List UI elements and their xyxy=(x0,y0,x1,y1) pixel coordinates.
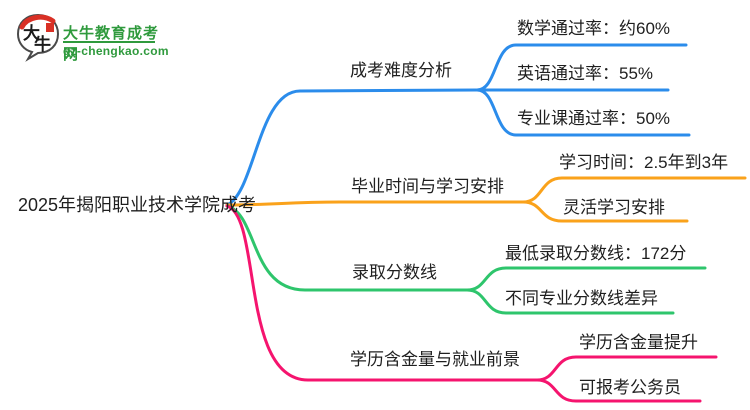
branch-label-score-line: 录取分数线 xyxy=(352,263,437,282)
branch-label-schedule: 毕业时间与学习安排 xyxy=(351,177,504,196)
red-seal xyxy=(46,23,54,32)
path-score-main xyxy=(225,204,469,292)
red-arc xyxy=(19,14,56,30)
branch-label-difficulty: 成考难度分析 xyxy=(350,61,452,80)
path-schedule-main xyxy=(225,200,525,207)
child-label-study-duration: 学习时间：2.5年到3年 xyxy=(559,153,729,172)
child-label-english-pass-rate: 英语通过率：55% xyxy=(517,64,654,83)
site-logo: 大 牛 大牛教育成考网 gz-chengkao.com xyxy=(14,10,174,68)
child-label-flexible-schedule: 灵活学习安排 xyxy=(563,198,665,217)
path-score-child-minimum xyxy=(465,266,707,292)
logo-title: 大牛教育成考网 xyxy=(63,25,160,63)
icon-char-top: 大 xyxy=(23,23,40,43)
path-value-main xyxy=(225,204,539,382)
child-label-major-pass-rate: 专业课通过率：50% xyxy=(517,109,671,128)
child-label-score-variance: 不同专业分数线差异 xyxy=(505,289,658,308)
child-label-degree-value: 学历含金量提升 xyxy=(579,333,698,352)
daniu-bubble-icon: 大 牛 xyxy=(16,13,60,62)
path-difficulty-child-major xyxy=(475,88,691,137)
path-difficulty-main xyxy=(225,88,479,207)
path-difficulty-child-math xyxy=(475,43,688,92)
branch-label-value-career: 学历含金量与就业前景 xyxy=(350,350,520,369)
icon-char-bottom: 牛 xyxy=(34,34,51,54)
child-label-minimum-score: 最低录取分数线：172分 xyxy=(505,244,687,263)
logo-divider xyxy=(63,41,155,43)
logo-domain: gz-chengkao.com xyxy=(63,44,169,58)
path-score-child-variance xyxy=(465,288,675,315)
path-value-child-civil xyxy=(535,378,702,403)
root-node-label: 2025年揭阳职业技术学院成考 xyxy=(18,195,257,215)
child-label-math-pass-rate: 数学通过率：约60% xyxy=(517,19,671,38)
path-schedule-child-flexible xyxy=(521,200,689,223)
child-label-civil-servant: 可报考公务员 xyxy=(579,378,681,397)
